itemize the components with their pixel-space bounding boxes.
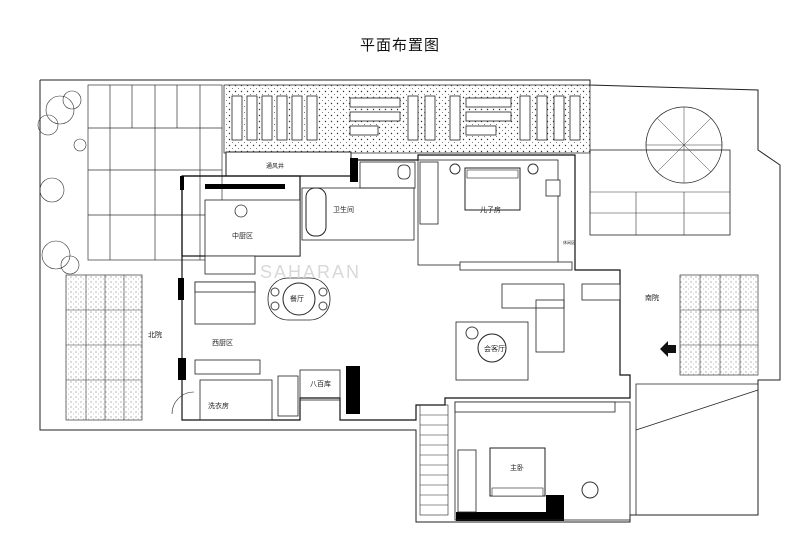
svg-text:南院: 南院 (645, 293, 659, 302)
structural-walls (178, 158, 564, 521)
east-terrace (589, 106, 731, 236)
south-yard: 南院 (645, 274, 759, 376)
svg-text:西厨区: 西厨区 (212, 339, 233, 347)
dining-area: 餐厅 (267, 277, 331, 321)
svg-text:会客厅: 会客厅 (484, 344, 505, 353)
bathroom: 卫生间 (301, 161, 416, 241)
western-kitchen: 西厨区 (194, 281, 261, 375)
planting-strip (223, 84, 591, 154)
svg-text:卫生间: 卫生间 (333, 205, 354, 214)
svg-text:中厨区: 中厨区 (232, 231, 253, 240)
sons-room: 儿子房 休闲区 (417, 159, 575, 271)
vent-well: 通风井 (225, 151, 352, 177)
master-bedroom: 主卧 (454, 401, 631, 521)
svg-text:休闲区: 休闲区 (563, 239, 575, 245)
north-yard: 北院 (65, 274, 162, 421)
svg-text:主卧: 主卧 (510, 463, 524, 472)
living-room: 会客厅 SAHARAN (260, 262, 621, 381)
svg-text:儿子房: 儿子房 (480, 205, 501, 214)
laundry-room: 洗衣房 (171, 375, 299, 421)
svg-text:北院: 北院 (148, 330, 162, 339)
southeast-terrace (635, 383, 759, 516)
svg-text:洗衣房: 洗衣房 (208, 401, 229, 410)
watermark: SAHARAN (260, 262, 361, 282)
wine-cellar: 八百库 (299, 369, 341, 401)
page-title: 平面布置图 (359, 36, 440, 54)
svg-text:通风井: 通风井 (266, 162, 284, 170)
north-terrace-paving (87, 84, 223, 261)
svg-text:八百库: 八百库 (310, 379, 331, 388)
left-planting (37, 90, 87, 275)
kitchen: 中厨区 (204, 199, 301, 275)
svg-text:餐厅: 餐厅 (290, 294, 304, 303)
staircase (419, 404, 449, 516)
